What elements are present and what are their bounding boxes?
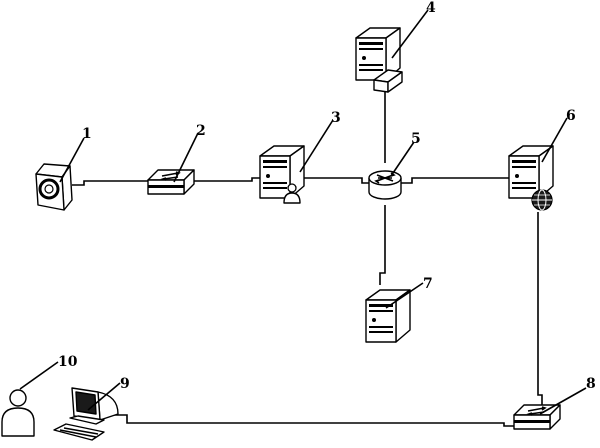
- router-icon: [368, 170, 402, 200]
- node-5-router: 5: [368, 131, 421, 200]
- label-5: 5: [411, 131, 421, 147]
- label-6: 6: [566, 108, 576, 124]
- label-7: 7: [423, 276, 433, 292]
- globe-icon: [531, 189, 553, 211]
- person-icon: [1, 389, 35, 437]
- link-1-2: [72, 180, 150, 186]
- label-2: 2: [196, 123, 206, 139]
- user-server-icon: [259, 145, 305, 199]
- node-2-switch: 2: [147, 123, 206, 195]
- link-5-6: [400, 177, 510, 184]
- user-icon: [283, 183, 301, 204]
- switch-icon: [147, 169, 195, 195]
- node-7-server: 7: [365, 276, 433, 343]
- node-10-person: 10: [1, 354, 78, 437]
- label-3: 3: [331, 110, 341, 126]
- label-10: 10: [58, 354, 78, 370]
- camera-icon: [35, 163, 73, 211]
- link-5-7: [379, 205, 386, 285]
- link-6-8: [537, 212, 543, 405]
- link-4-5: [380, 86, 386, 163]
- label-9: 9: [120, 376, 130, 392]
- label-1: 1: [82, 126, 92, 142]
- switch-icon: [513, 404, 561, 430]
- node-9-computer: 9: [53, 376, 130, 441]
- node-4-server: 4: [355, 0, 436, 93]
- label-4: 4: [426, 0, 436, 16]
- node-1-camera: 1: [35, 126, 92, 211]
- link-3-5: [300, 177, 378, 184]
- label-8: 8: [586, 376, 596, 392]
- node-3-user-server: 3: [259, 110, 341, 204]
- node-6-web-server: 6: [508, 108, 576, 211]
- server-icon: [365, 289, 411, 343]
- link-8-9: [112, 414, 514, 427]
- firewall-icon: [373, 69, 403, 93]
- connection-lines: [72, 86, 543, 427]
- computer-icon: [53, 387, 119, 441]
- node-8-switch: 8: [513, 376, 596, 430]
